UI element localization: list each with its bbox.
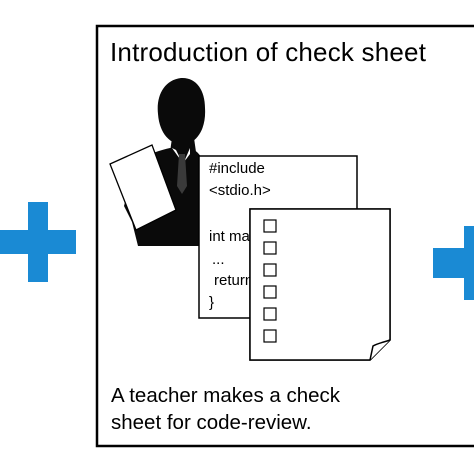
check-sheet bbox=[249, 208, 391, 361]
code-line: ... bbox=[212, 251, 225, 268]
code-line: #include bbox=[209, 160, 265, 177]
panel-caption: A teacher makes a check sheet for code-r… bbox=[111, 382, 340, 436]
code-line: <stdio.h> bbox=[209, 182, 271, 199]
plus-icon bbox=[0, 202, 76, 282]
caption-line: sheet for code-review. bbox=[111, 411, 312, 434]
caption-line: A teacher makes a check bbox=[111, 384, 341, 407]
code-line: return bbox=[214, 272, 254, 289]
code-line: } bbox=[209, 294, 215, 311]
panel-border bbox=[95, 24, 474, 448]
code-line: int main bbox=[209, 228, 262, 245]
panel-title: Introduction of check sheet bbox=[110, 37, 427, 67]
right-arrow-icon bbox=[433, 226, 474, 300]
held-paper bbox=[109, 144, 177, 231]
